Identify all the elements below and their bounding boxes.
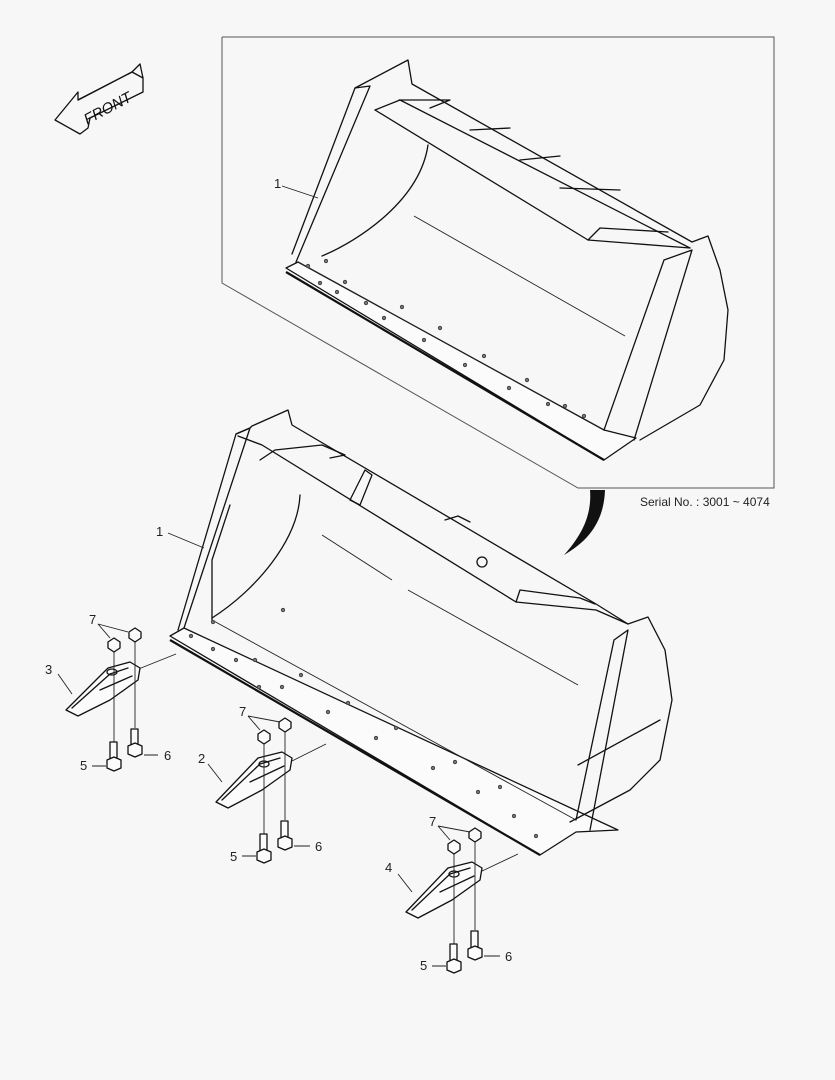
callout-1-inset: 1 — [274, 176, 281, 191]
callout-5-center: 5 — [230, 849, 237, 864]
serial-number-note: Serial No. : 3001 ~ 4074 — [640, 495, 770, 509]
callout-5-left: 5 — [80, 758, 87, 773]
tooth-group-center: 7 2 5 6 — [198, 704, 327, 864]
callout-3: 3 — [45, 662, 52, 677]
bolt-head-icon — [446, 958, 462, 974]
callout-6-center: 6 — [315, 839, 322, 854]
callout-7-left: 7 — [89, 612, 96, 627]
callout-4: 4 — [385, 860, 392, 875]
tooth-group-right: 7 4 5 6 — [385, 814, 519, 974]
nut-icon — [107, 637, 121, 653]
inset-frame — [221, 36, 775, 489]
callout-7-right: 7 — [429, 814, 436, 829]
nut-icon — [128, 627, 142, 643]
bolt-head-icon — [277, 835, 293, 851]
main-bolt-holes — [188, 619, 539, 839]
front-arrow-icon: FRONT — [54, 63, 144, 135]
callout-5-right: 5 — [420, 958, 427, 973]
inset-bucket-drawing: 1 — [274, 59, 729, 461]
callout-7-center: 7 — [239, 704, 246, 719]
bolt-head-icon — [467, 945, 483, 961]
callout-2: 2 — [198, 751, 205, 766]
main-bucket-drawing: 1 — [156, 409, 673, 856]
callout-6-left: 6 — [164, 748, 171, 763]
nut-icon — [257, 729, 271, 745]
tooth-group-left: 7 3 5 6 — [45, 612, 177, 773]
callout-6-right: 6 — [505, 949, 512, 964]
bolt-head-icon — [256, 848, 272, 864]
inset-bolt-holes — [305, 258, 587, 419]
callout-1-main: 1 — [156, 524, 163, 539]
bolt-head-icon — [127, 742, 143, 758]
bolt-head-icon — [106, 756, 122, 772]
nut-icon — [447, 839, 461, 855]
nut-icon — [468, 827, 482, 843]
nut-icon — [278, 717, 292, 733]
transition-arrow-icon — [564, 490, 605, 555]
